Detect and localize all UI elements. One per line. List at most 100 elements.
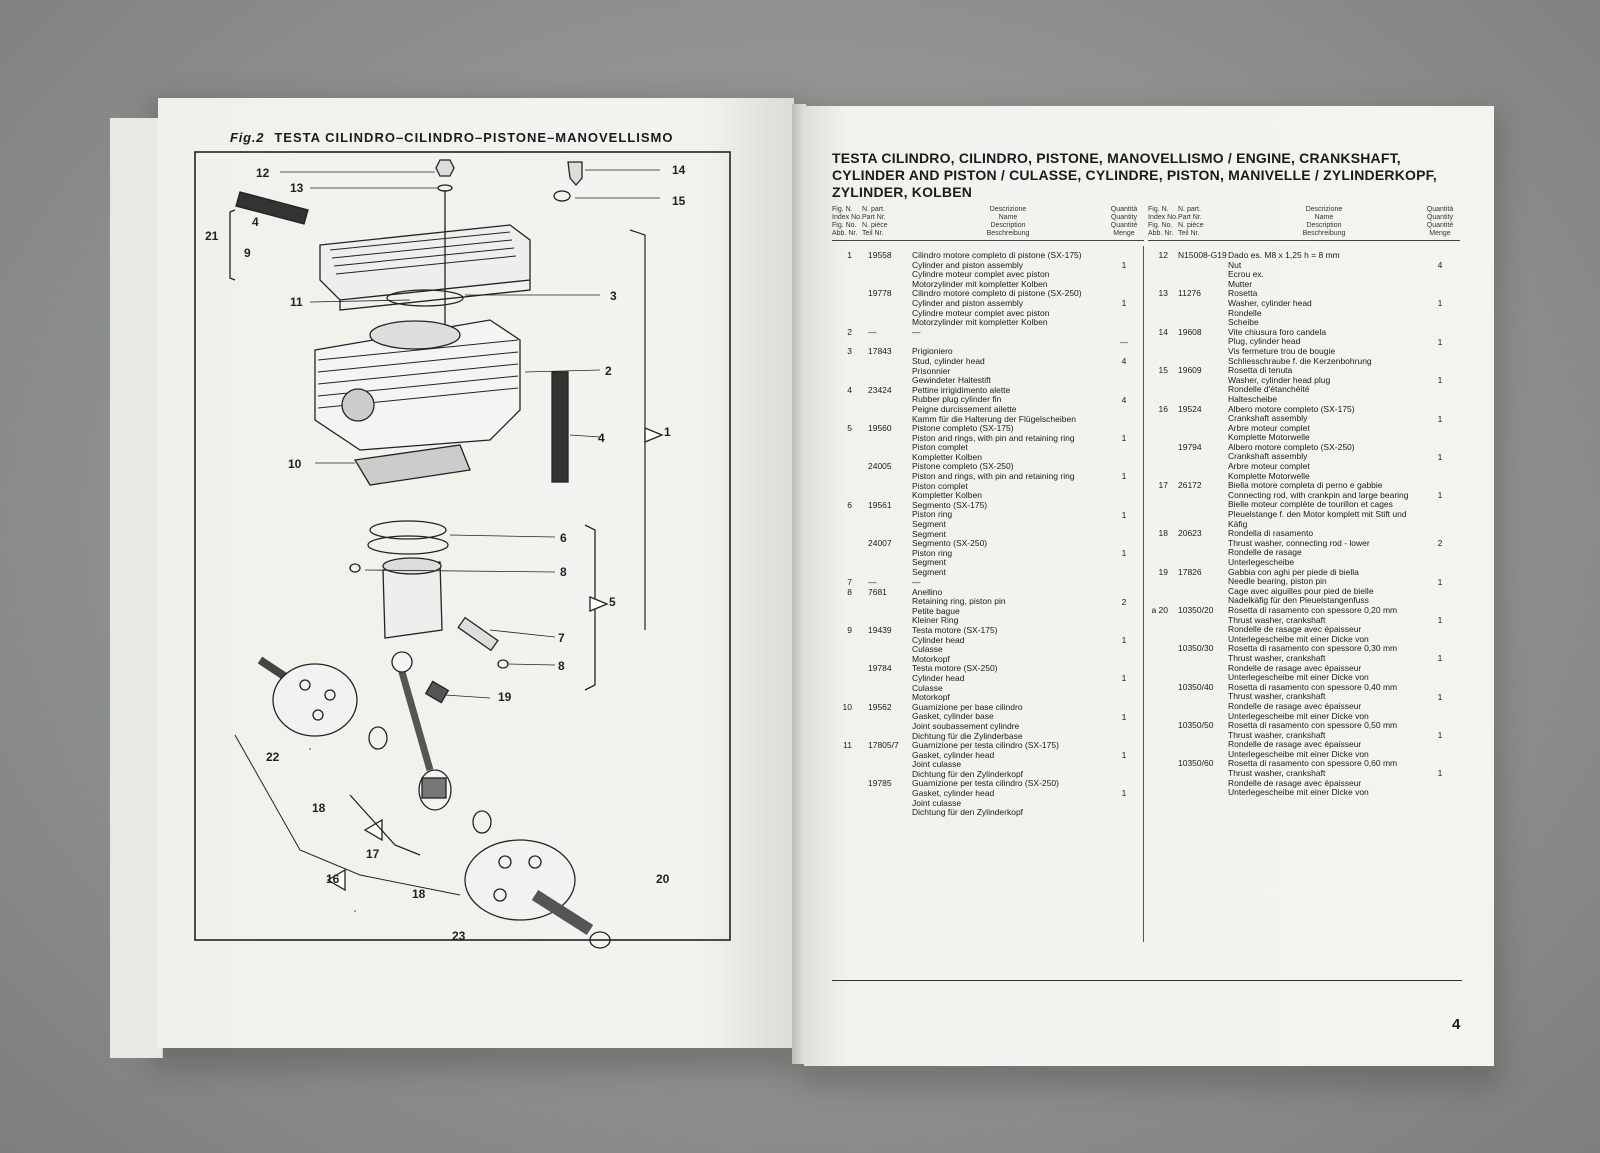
bottom-rule bbox=[832, 980, 1462, 981]
right-page bbox=[804, 106, 1494, 1066]
page-number: 4 bbox=[1452, 1016, 1461, 1033]
parts-row: 2——— bbox=[832, 326, 1144, 348]
row-qty: 4 bbox=[1121, 356, 1127, 367]
row-desc: Albero motore completo (SX-175) Cranksha… bbox=[1228, 403, 1355, 443]
row-desc: Prigioniero Stud, cylinder head Prisonni… bbox=[912, 346, 991, 386]
row-fig: 17 bbox=[1158, 480, 1168, 491]
row-qty: 1 bbox=[1437, 730, 1443, 741]
thrust-washer-upper bbox=[368, 726, 388, 750]
callout-10: 10 bbox=[288, 457, 302, 471]
exploded-engine-diagram: 12 13 4 21 9 11 3 2 4 10 6 8 7 8 19 22 1… bbox=[194, 151, 731, 949]
row-qty: 1 bbox=[1121, 298, 1127, 309]
row-fig bbox=[832, 539, 862, 577]
parts-row: 3 17843 Prigioniero Stud, cylinder head Pr… bbox=[832, 346, 1144, 386]
callout-23: 23 bbox=[452, 929, 466, 943]
row-part: — bbox=[868, 576, 877, 587]
row-part: 17805/7 bbox=[868, 740, 899, 751]
row-part: 19558 bbox=[868, 250, 892, 260]
row-desc: Rosetta di tenuta Washer, cylinder head … bbox=[1228, 365, 1331, 404]
row-part: 19561 bbox=[868, 499, 892, 510]
row-fig: 10 bbox=[842, 701, 852, 712]
row-qty: 1 bbox=[1121, 471, 1127, 482]
row-desc: Segmento (SX-175) Piston ring Segment Se… bbox=[912, 499, 988, 539]
callout-8a: 8 bbox=[560, 565, 567, 579]
row-fig: 9 bbox=[847, 624, 852, 635]
plug-14 bbox=[567, 161, 583, 186]
row-part: 10350/20 bbox=[1178, 604, 1214, 615]
row-fig: 6 bbox=[847, 499, 852, 510]
retaining-ring-right bbox=[497, 659, 509, 669]
row-qty: 4 bbox=[1121, 394, 1127, 405]
callout-19: 19 bbox=[498, 690, 512, 704]
row-part: 20623 bbox=[1178, 528, 1202, 539]
callout-4a: 4 bbox=[252, 215, 259, 229]
row-fig: 14 bbox=[1158, 326, 1168, 337]
header-qty: Quantità Quantity Quantité Menge bbox=[1426, 206, 1454, 237]
row-qty: 4 bbox=[1437, 260, 1443, 270]
parts-row: 4 23424 Pettine irrigidimento alette Rubbe… bbox=[832, 384, 1144, 424]
row-qty: 1 bbox=[1437, 336, 1443, 347]
row-fig: a 20 bbox=[1151, 604, 1168, 615]
row-qty bbox=[1104, 578, 1144, 588]
row-desc: Pistone completo (SX-175) Piston and rin… bbox=[912, 423, 1075, 462]
row-qty: 2 bbox=[1437, 538, 1443, 549]
row-desc: Vite chiusura foro candela Plug, cylinde… bbox=[1228, 326, 1372, 366]
crank-half-left bbox=[272, 663, 358, 737]
column-header: Fig. N. Index No. Fig. No. Abb. Nr. N. p… bbox=[1148, 206, 1460, 241]
row-fig bbox=[832, 462, 862, 500]
figure-name: TESTA CILINDRO–CILINDRO–PISTONE–MANOVELL… bbox=[274, 130, 674, 145]
callout-20: 20 bbox=[656, 872, 670, 886]
row-fig: 3 bbox=[847, 346, 852, 357]
row-desc: Dado es. M8 x 1,25 h = 8 mm Nut Ecrou ex… bbox=[1228, 250, 1340, 289]
parts-row: a 20 10350/20 Rosetta di rasamento con spe… bbox=[1148, 604, 1460, 644]
row-fig: 16 bbox=[1158, 403, 1168, 414]
row-qty: 1 bbox=[1121, 673, 1127, 684]
parts-list-title: TESTA CILINDRO, CILINDRO, PISTONE, MANOV… bbox=[832, 150, 1437, 200]
row-part: 10350/50 bbox=[1178, 720, 1214, 731]
row-fig bbox=[1148, 683, 1178, 721]
callout-22: 22 bbox=[266, 750, 280, 764]
row-desc: Rosetta Washer, cylinder head Rondelle S… bbox=[1228, 288, 1312, 328]
parts-row: 19785 Guarnizione per testa cilindro (SX-… bbox=[832, 779, 1144, 817]
thrust-washer-lower bbox=[472, 810, 492, 834]
figure-title: Fig.2 TESTA CILINDRO–CILINDRO–PISTONE–MA… bbox=[230, 130, 674, 145]
row-part: 23424 bbox=[868, 384, 892, 395]
row-qty: 1 bbox=[1437, 298, 1443, 309]
row-fig: 2 bbox=[847, 326, 852, 337]
row-fig: 11 bbox=[843, 740, 852, 751]
row-desc: Guarnizione per testa cilindro (SX-250) … bbox=[912, 778, 1059, 818]
row-qty: 1 bbox=[1437, 768, 1443, 779]
row-part: 17843 bbox=[868, 346, 892, 357]
row-part: 19785 bbox=[868, 778, 892, 789]
header-fig: Fig. N. Index No. Fig. No. Abb. Nr. bbox=[832, 206, 862, 237]
row-qty: 1 bbox=[1121, 260, 1127, 270]
row-desc: Testa motore (SX-250) Cylinder head Cula… bbox=[912, 663, 998, 703]
header-desc: Descrizione Name Description Beschreibun… bbox=[1302, 206, 1346, 237]
column-header: Fig. N. Index No. Fig. No. Abb. Nr. N. p… bbox=[832, 206, 1144, 241]
row-desc: Albero motore completo (SX-250) Cranksha… bbox=[1228, 441, 1355, 481]
header-part: N. part. Part Nr. N. pièce Teil Nr. bbox=[862, 206, 888, 237]
book-page-edges bbox=[110, 118, 163, 1058]
row-part: — bbox=[868, 326, 877, 337]
diagram-frame bbox=[194, 151, 731, 941]
row-desc: Rosetta di rasamento con spessore 0,20 m… bbox=[1228, 604, 1398, 644]
nut-12 bbox=[435, 159, 455, 177]
row-part: 11276 bbox=[1178, 288, 1202, 299]
row-fig: 4 bbox=[847, 384, 852, 395]
row-desc: Anellino Retaining ring, piston pin Peti… bbox=[912, 586, 1006, 626]
row-desc: Pettine irrigidimento alette Rubber plug… bbox=[912, 384, 1076, 424]
row-qty: 1 bbox=[1437, 451, 1443, 462]
callout-2: 2 bbox=[605, 364, 612, 378]
piston-pin bbox=[457, 616, 499, 652]
row-qty: 1 bbox=[1437, 576, 1443, 587]
callout-21: 21 bbox=[205, 229, 219, 243]
row-qty: 1 bbox=[1121, 548, 1127, 559]
row-part: 24005 bbox=[868, 461, 892, 472]
